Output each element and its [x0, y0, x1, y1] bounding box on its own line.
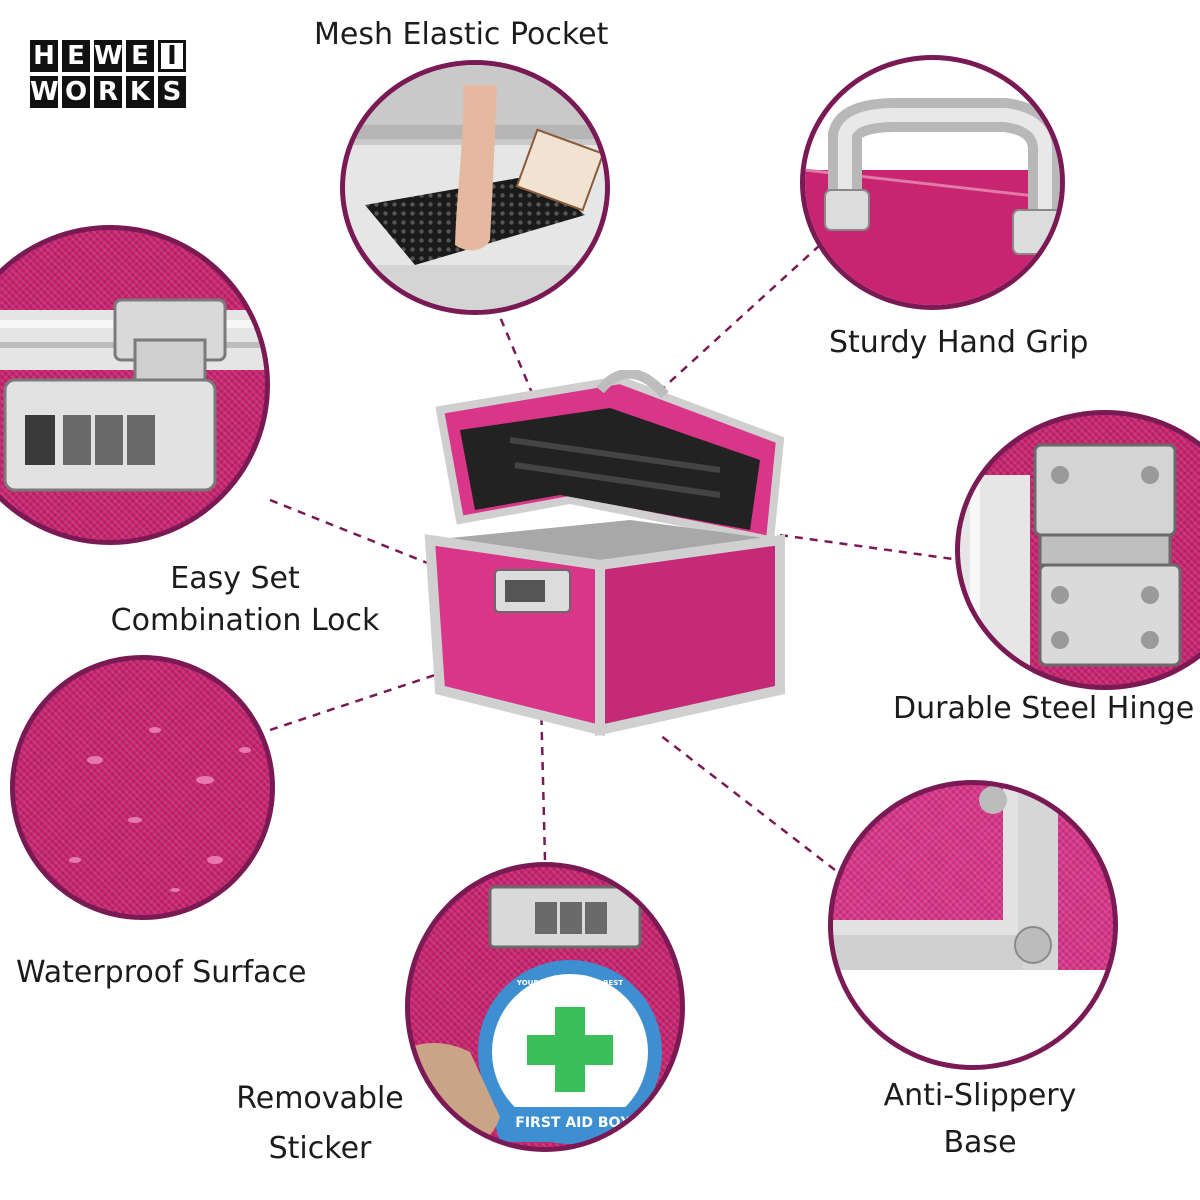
case-body-top — [430, 520, 780, 565]
case-body-side — [595, 534, 785, 737]
connector-mesh — [493, 304, 537, 401]
sticker-label-line2: Sticker — [268, 1131, 372, 1166]
anti-slip-label-line1: Anti-Slippery — [883, 1078, 1077, 1113]
logo-row-top: H E W E I — [30, 40, 190, 72]
sticker-label-line1: Removable — [236, 1081, 404, 1116]
lock-label-line2: Combination Lock — [110, 603, 380, 638]
case-handle — [596, 370, 669, 399]
lock-label-line1: Easy Set — [170, 561, 300, 596]
logo-letter: E — [62, 40, 90, 72]
connector-hinge — [779, 533, 961, 562]
waterproof-label: Waterproof Surface — [16, 955, 307, 990]
mesh-pocket-circle — [340, 60, 610, 315]
sticker-ring-text: YOUR HEALTH IS OUR BEST REWARD — [516, 979, 624, 995]
logo-letter: S — [158, 76, 186, 108]
case-corner-illustration — [833, 785, 1113, 1065]
logo-letter: I — [158, 40, 186, 72]
sticker-bottom-text: FIRST AID BOX — [515, 1115, 631, 1131]
steel-hinge-circle — [955, 410, 1200, 690]
sticker-illustration — [410, 885, 662, 1147]
combination-lock-circle — [0, 225, 270, 545]
logo-letter: K — [126, 76, 154, 108]
case-lid-interior — [460, 408, 760, 530]
connector-waterproof — [269, 668, 451, 732]
case-body-front — [424, 534, 605, 737]
anti-slip-base-circle — [828, 780, 1118, 1070]
logo-letter: R — [94, 76, 122, 108]
water-droplets-illustration — [69, 727, 251, 892]
anti-slip-label-line2: Base — [943, 1125, 1017, 1160]
logo-letter: O — [62, 76, 90, 108]
hand-grip-label: Sturdy Hand Grip — [829, 325, 1089, 360]
hand-grip-circle — [800, 55, 1065, 310]
hand-grip-illustration — [805, 98, 1060, 305]
steel-hinge-label: Durable Steel Hinge — [893, 691, 1195, 726]
combination-lock-illustration — [0, 298, 265, 492]
connector-base — [659, 734, 836, 871]
mesh-pocket-label: Mesh Elastic Pocket — [314, 17, 609, 52]
logo-letter: W — [94, 40, 123, 72]
mesh-pocket-illustration — [345, 65, 605, 310]
logo-letter: E — [126, 40, 154, 72]
medicine-case-product — [424, 370, 785, 737]
logo-row-bottom: W O R K S — [30, 76, 190, 108]
brand-logo: H E W E I W O R K S — [30, 40, 190, 112]
waterproof-circle — [10, 655, 275, 920]
connector-lock — [269, 498, 471, 582]
sticker-circle: FIRST AID BOX YOUR HEALTH IS OUR BEST RE… — [405, 862, 685, 1152]
logo-letter: H — [30, 40, 58, 72]
logo-letter: W — [30, 76, 59, 108]
